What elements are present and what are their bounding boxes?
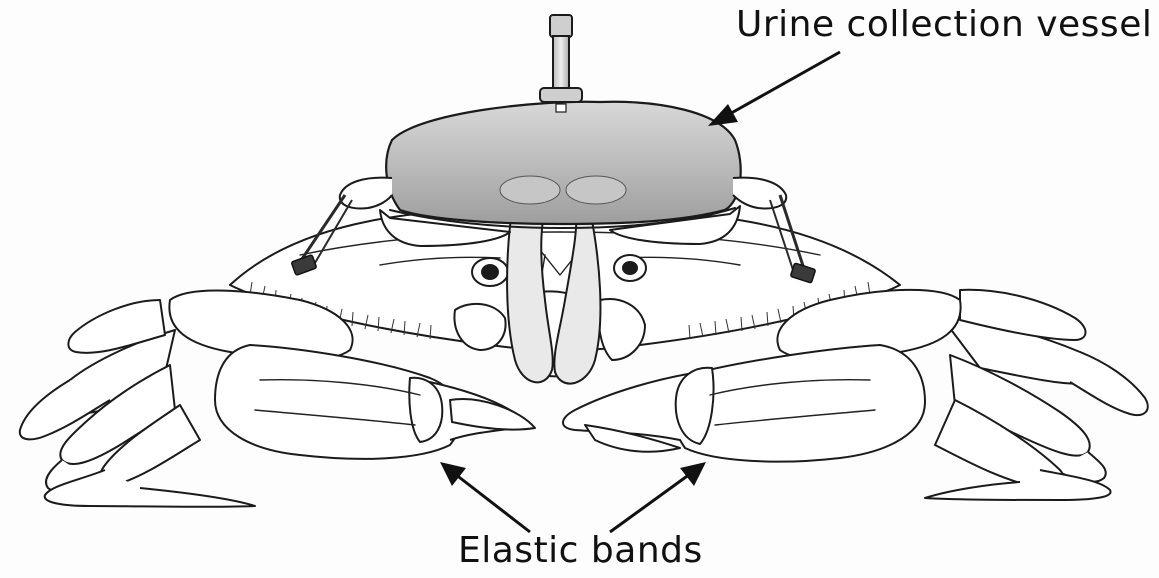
urine-collection-vessel — [380, 15, 741, 246]
arrow-to-vessel — [708, 52, 840, 126]
arrow-to-right-band — [610, 462, 706, 532]
vessel-label: Urine collection vessel — [736, 4, 1152, 45]
arrow-to-left-band — [440, 462, 530, 532]
elastic-bands-label: Elastic bands — [458, 530, 703, 571]
